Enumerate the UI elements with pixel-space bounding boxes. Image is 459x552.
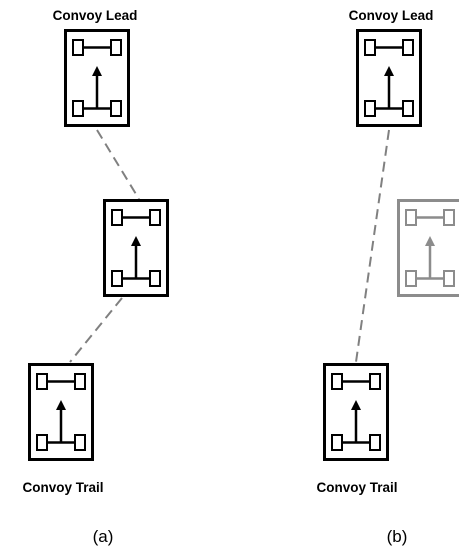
caption-a: (a) bbox=[93, 527, 114, 546]
link-lead-mid-a bbox=[96, 129, 140, 200]
convoy-trail-label-a: Convoy Trail bbox=[22, 480, 103, 495]
caption-b: (b) bbox=[387, 527, 408, 546]
vehicle-lead-a bbox=[64, 29, 130, 127]
vehicle-middle-a bbox=[103, 199, 169, 297]
vehicle-lead-b bbox=[356, 29, 422, 127]
panel-a: Convoy Lead Convoy Trail (a) bbox=[22, 8, 169, 546]
convoy-lead-label-b: Convoy Lead bbox=[349, 8, 434, 23]
vehicle-trail-b bbox=[323, 363, 389, 461]
link-mid-trail-a bbox=[69, 297, 123, 363]
vehicle-trail-a bbox=[28, 363, 94, 461]
panel-b: Convoy Lead Convoy Trail (b) bbox=[316, 8, 459, 546]
link-lead-trail-b bbox=[355, 129, 390, 363]
vehicle-dropped-b bbox=[397, 199, 459, 297]
convoy-trail-label-b: Convoy Trail bbox=[316, 480, 397, 495]
convoy-lead-label-a: Convoy Lead bbox=[53, 8, 138, 23]
